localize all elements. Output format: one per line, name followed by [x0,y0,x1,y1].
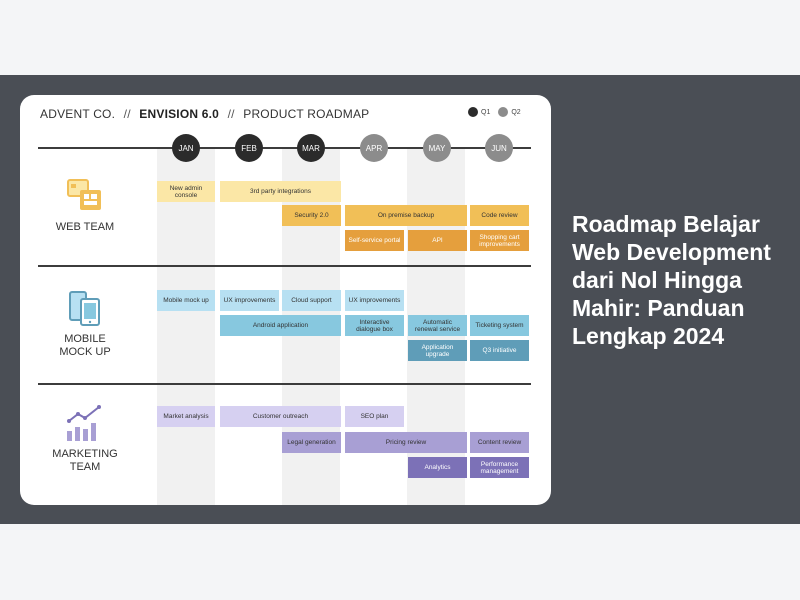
header-separator: // [123,107,131,121]
task-bar[interactable]: API [408,230,467,251]
task-bar[interactable]: Automatic renewal service [408,315,467,336]
team-divider [38,383,531,385]
task-bar[interactable]: Content review [470,432,529,453]
task-bar[interactable]: New admin console [157,181,215,202]
task-bar[interactable]: Analytics [408,457,467,478]
task-bar[interactable]: SEO plan [345,406,404,427]
task-bar[interactable]: Self-service portal [345,230,404,251]
task-bar[interactable]: Ticketing system [470,315,529,336]
web-team-icon [67,179,101,210]
legend-label: Q1 [481,108,491,116]
column-jan [157,147,215,505]
timeline-divider [38,147,531,149]
legend-q2: Q2 [498,107,521,117]
top-margin [0,0,800,75]
roadmap-header: ADVENT CO. // ENVISION 6.0 // PRODUCT RO… [40,107,369,121]
task-bar[interactable]: Interactive dialogue box [345,315,404,336]
task-bar[interactable]: UX improvements [220,290,279,311]
month-mar: MAR [297,134,325,162]
legend-dot-q2 [498,107,509,117]
company-name: ADVENT CO. [40,107,116,121]
quarter-legend: Q1 Q2 [468,107,529,117]
task-bar[interactable]: Market analysis [157,406,215,427]
team-label-line: MOBILE [64,333,106,345]
month-may: MAY [423,134,451,162]
task-bar[interactable]: Cloud support [282,290,341,311]
task-bar[interactable]: On premise backup [345,205,467,226]
mobile-devices-icon [69,291,100,326]
task-bar[interactable]: Q3 initiative [470,340,529,361]
month-apr: APR [360,134,388,162]
task-bar[interactable]: Shopping cart improvements [470,230,529,251]
legend-label: Q2 [511,108,521,116]
legend-q1: Q1 [468,107,490,117]
team-label-line: TEAM [69,461,101,473]
team-divider [38,265,531,267]
team-label-line: MOCK UP [59,346,111,358]
task-bar[interactable]: 3rd party integrations [220,181,341,202]
task-bar[interactable]: Pricing review [345,432,467,453]
team-label-line: MARKETING [52,448,118,460]
task-bar[interactable]: Security 2.0 [282,205,341,226]
legend-dot-q1 [468,107,478,117]
roadmap-title: PRODUCT ROADMAP [243,107,370,121]
roadmap-image[interactable]: ADVENT CO. // ENVISION 6.0 // PRODUCT RO… [20,95,551,505]
team-label-web: WEB TEAM [55,221,115,233]
header-separator: // [227,107,235,121]
task-bar[interactable]: UX improvements [345,290,404,311]
bottom-margin [0,524,800,600]
month-feb: FEB [235,134,263,162]
growth-chart-icon [67,405,101,441]
task-bar[interactable]: Performance management [470,457,529,478]
article-title[interactable]: Roadmap Belajar Web Development dari Nol… [572,211,771,349]
product-name: ENVISION 6.0 [139,107,220,121]
team-label-marketing: MARKETING TEAM [40,448,130,474]
task-bar[interactable]: Mobile mock up [157,290,215,311]
task-bar[interactable]: Code review [470,205,529,226]
team-label-mobile: MOBILE MOCK UP [40,333,130,359]
task-bar[interactable]: Customer outreach [220,406,341,427]
month-jan: JAN [172,134,200,162]
task-bar[interactable]: Application upgrade [408,340,467,361]
task-bar[interactable]: Legal generation [282,432,341,453]
month-jun: JUN [485,134,513,162]
task-bar[interactable]: Android application [220,315,341,336]
